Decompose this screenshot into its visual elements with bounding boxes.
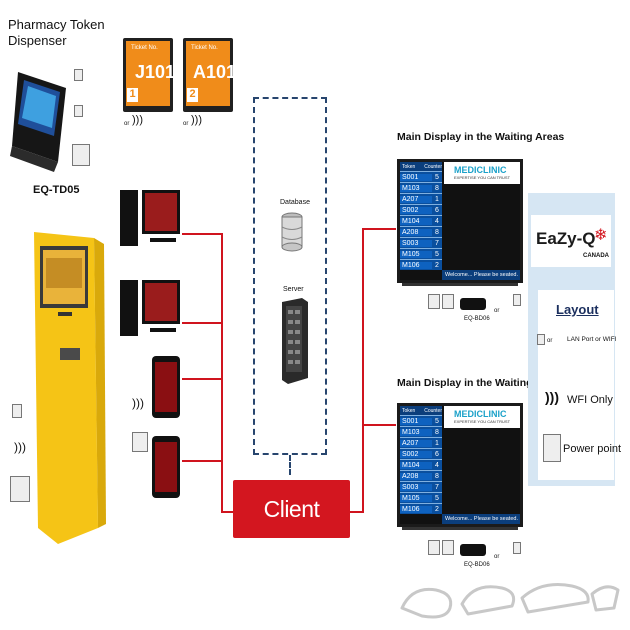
ticket-number: A101 xyxy=(193,62,237,82)
desktop-pc-2 xyxy=(120,278,180,340)
token-header: Token xyxy=(402,163,416,170)
wifi-icon: ))) xyxy=(132,114,143,126)
power-outlet-icon xyxy=(132,432,148,452)
ticket-1: Ticket No. J101 1 xyxy=(123,38,176,112)
or-label: or xyxy=(494,554,500,560)
power-outlet-icon xyxy=(543,434,561,462)
lan-port-icon xyxy=(74,105,83,117)
legend-title: Layout xyxy=(556,302,599,317)
counter-header: Counter xyxy=(424,163,442,170)
counter-header: Counter xyxy=(424,407,442,414)
legend-item-label: Power point xyxy=(563,443,622,455)
lan-or-wifi-icon xyxy=(537,334,545,345)
or-label: or xyxy=(494,308,500,314)
token-kiosk-image xyxy=(34,232,106,544)
media-box-icon xyxy=(460,298,486,310)
wifi-icon: ))) xyxy=(191,114,202,126)
maple-leaf-icon: ❄ xyxy=(594,227,608,244)
or-label: or xyxy=(183,121,189,127)
clinic-tagline: EXPERTISE YOU CAN TRUST xyxy=(454,175,511,180)
legend-item-label: WFI Only xyxy=(567,394,613,406)
legend-item-label: LAN Port or WIFI xyxy=(567,336,617,343)
server-rack-icon xyxy=(282,298,308,384)
mobile-phone-2 xyxy=(152,436,180,498)
ticket-header: Ticket No. xyxy=(131,45,158,51)
device-label: EQ-BD06 xyxy=(464,562,490,568)
dispenser-title-line1: Pharmacy Token xyxy=(8,17,105,32)
desktop-pc-1 xyxy=(120,188,180,250)
display-title: Main Display in the Waiting Areas xyxy=(397,377,565,389)
wifi-icon: ))) xyxy=(545,389,559,405)
brand-name: EaZy-Q xyxy=(536,229,596,248)
wifi-icon: ))) xyxy=(14,440,26,454)
lan-port-icon xyxy=(12,404,22,418)
media-box-icon xyxy=(460,544,486,556)
power-outlet-icon xyxy=(442,540,454,555)
power-outlet-icon xyxy=(428,294,440,309)
wifi-icon: ))) xyxy=(132,396,144,410)
watermark-logo xyxy=(400,583,620,619)
power-outlet-icon xyxy=(442,294,454,309)
display-title: Main Display in the Waiting Areas xyxy=(397,131,565,143)
tabletop-dispenser-image xyxy=(10,72,66,172)
device-label: EQ-BD06 xyxy=(464,316,490,322)
ticket-number: J101 xyxy=(135,62,176,82)
power-outlet-icon xyxy=(72,144,90,166)
power-outlet-icon xyxy=(10,476,30,502)
welcome-ticker: Welcome... Please be seated. xyxy=(442,270,520,280)
ticket-badge: 1 xyxy=(127,88,138,102)
server-room-frame xyxy=(253,97,327,455)
clinic-tagline: EXPERTISE YOU CAN TRUST xyxy=(454,419,511,424)
lan-port-icon xyxy=(513,542,521,554)
dispenser-title-line2: Dispenser xyxy=(8,33,67,48)
ticket-badge: 2 xyxy=(187,88,198,102)
token-header: Token xyxy=(402,407,416,414)
or-label: or xyxy=(547,338,553,344)
database-icon xyxy=(281,212,303,252)
database-label: Database xyxy=(280,199,310,206)
welcome-ticker: Welcome... Please be seated. xyxy=(442,514,520,524)
ticket-header: Ticket No. xyxy=(191,45,218,51)
server-label: Server xyxy=(283,286,304,293)
brand-country: CANADA xyxy=(583,253,609,259)
power-outlet-icon xyxy=(428,540,440,555)
brand-logo: EaZy-Q ❄ CANADA xyxy=(531,215,611,267)
ticket-2: Ticket No. A101 2 xyxy=(183,38,237,112)
mobile-phone-1 xyxy=(152,356,180,418)
clinic-logo: MEDICLINIC EXPERTISE YOU CAN TRUST xyxy=(444,162,520,184)
lan-port-icon xyxy=(74,69,83,81)
clinic-logo: MEDICLINIC EXPERTISE YOU CAN TRUST xyxy=(444,406,520,428)
lan-port-icon xyxy=(513,294,521,306)
dispenser-title: Pharmacy Token Dispenser xyxy=(8,17,105,49)
or-label: or xyxy=(124,121,130,127)
dispenser-model: EQ-TD05 xyxy=(33,184,80,196)
client-network-label: Client Network xyxy=(233,480,350,580)
